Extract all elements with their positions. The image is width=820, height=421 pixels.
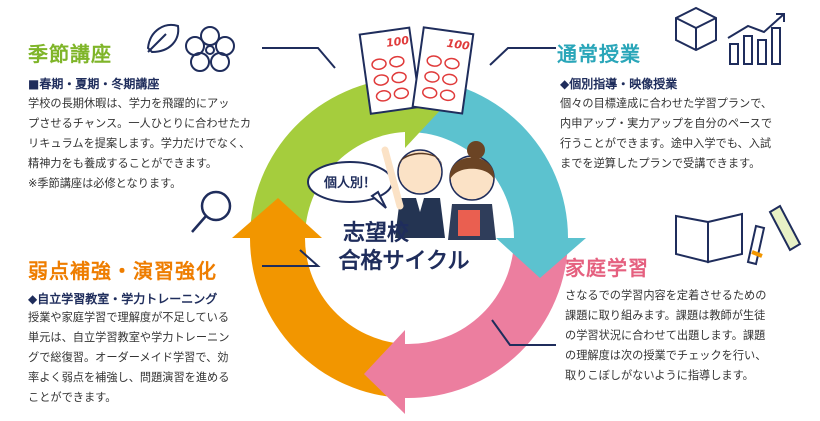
body-line: プさせるチャンス。一人ひとりに合わせたカ [28, 117, 252, 130]
badge-bubble [307, 161, 393, 209]
body-line: グで総復習。オーダーメイド学習で、効 [28, 351, 229, 364]
body-line: ことができます。 [28, 391, 117, 404]
cycle-arrow-orange [232, 198, 322, 238]
students-icon [381, 141, 496, 240]
leader-line-home [491, 319, 556, 346]
section-heading-weak: 弱点補強・演習強化 [28, 259, 217, 283]
body-line: 個々の目標達成に合わせた学習プランで、 [560, 97, 773, 110]
leaf-icon [146, 24, 180, 54]
center-title-line1: 志望校 [343, 220, 410, 246]
cycle-arrow-pink [364, 330, 405, 414]
pen-ruler-icon [746, 204, 802, 266]
leader-line-seasonal [262, 47, 336, 69]
body-line: 学校の長期休暇は、学力を飛躍的にアッ [28, 97, 230, 110]
badge-text: 個人別！ [323, 175, 376, 191]
body-line: 精神力をも養成することができます。 [28, 157, 218, 170]
section-heading-home: 家庭学習 [565, 256, 649, 280]
cycle-segment-weak [249, 238, 405, 398]
book-icon [675, 212, 743, 264]
section-body-regular: 個々の目標達成に合わせた学習プランで、 内申アップ・実力アップを自分のペースで … [560, 94, 810, 174]
center-title-line2: 合格サイクル [339, 248, 470, 274]
section-subheading-seasonal: ■春期・夏期・冬期講座 [28, 77, 160, 91]
cycle-segment-home [405, 238, 568, 399]
cycle-segment-regular [405, 77, 568, 239]
body-line: 率よく弱点を補強し、問題演習を進める [28, 371, 230, 384]
test-paper-icon: 100 100 [358, 26, 475, 115]
body-line: リキュラムを提案します。学力だけでなく、 [28, 137, 251, 150]
body-line: の学習状況に合わせて出題します。課題 [565, 329, 766, 342]
section-subheading-regular: ◆個別指導・映像授業 [560, 77, 678, 91]
paper-score-1: 100 [385, 34, 410, 50]
body-line: さなるでの学習内容を定着させるための [565, 289, 767, 302]
body-line: ※季節講座は必修となります。 [28, 177, 182, 190]
body-line: 授業や家庭学習で理解度が不足している [28, 311, 230, 324]
body-line: 単元は、自立学習教室や学力トレーニン [28, 331, 230, 344]
body-line: 取りこぼしがないように指導します。 [565, 369, 754, 382]
section-heading-regular: 通常授業 [557, 42, 641, 66]
flower-icon [185, 26, 235, 72]
body-line: 内申アップ・実力アップを自分のペースで [560, 117, 773, 130]
section-subheading-weak: ◆自立学習教室・学力トレーニング [28, 292, 218, 306]
paper-score-2: 100 [446, 37, 471, 53]
leader-line-regular [489, 47, 556, 66]
body-line: 課題に取り組みます。課題は教師が生徒 [565, 309, 766, 322]
section-body-seasonal: 学校の長期休暇は、学力を飛躍的にアッ プさせるチャンス。一人ひとりに合わせたカ … [28, 94, 283, 194]
cycle-arrow-teal [496, 238, 586, 278]
body-line: までを逆算したプランで受講できます。 [560, 157, 761, 170]
section-body-home: さなるでの学習内容を定着させるための 課題に取り組みます。課題は教師が生徒 の学… [565, 286, 810, 386]
body-line: の理解度は次の授業でチェックを行い、 [565, 349, 767, 362]
leader-line-weak [262, 249, 321, 267]
dice-icon [675, 6, 717, 52]
bar-chart-icon [727, 13, 785, 65]
section-heading-seasonal: 季節講座 [28, 42, 112, 66]
section-body-weak: 授業や家庭学習で理解度が不足している 単元は、自立学習教室や学力トレーニン グで… [28, 308, 298, 408]
body-line: 行うことができます。途中入学でも、入試 [560, 137, 772, 150]
magnifier-icon [191, 190, 232, 233]
cycle-segment-seasonal [249, 78, 405, 238]
